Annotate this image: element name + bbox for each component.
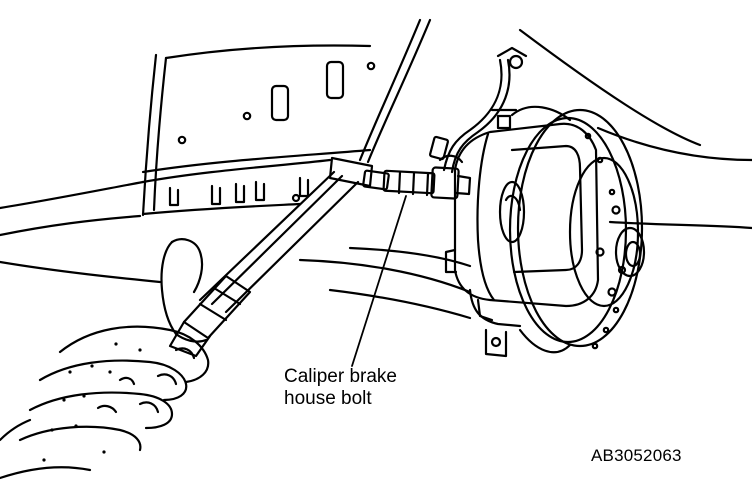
torque-wrench <box>168 156 390 358</box>
callout-label: Caliper brake house bolt <box>284 366 397 410</box>
brake-caliper <box>438 108 600 358</box>
callout-label-line-2: house bolt <box>284 388 372 409</box>
figure-id: AB3052063 <box>591 446 682 465</box>
callout-leader-line <box>351 195 407 367</box>
body-panel <box>0 18 752 320</box>
callout-label-line-1: Caliper brake <box>284 366 397 387</box>
hand <box>0 238 210 480</box>
brake-disc <box>508 105 646 354</box>
caliper-bolt <box>382 166 472 200</box>
